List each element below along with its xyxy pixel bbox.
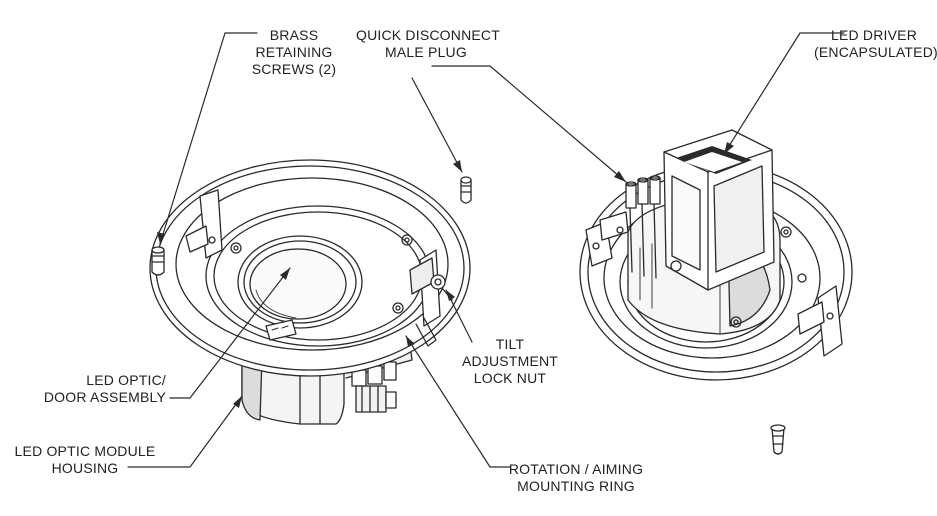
label-line: LED OPTIC MODULE [14, 443, 156, 459]
label-led-optic-door: LED OPTIC/ DOOR ASSEMBLY [20, 372, 166, 406]
label-tilt-lock-nut: TILT ADJUSTMENT LOCK NUT [460, 336, 560, 387]
brass-retaining-screw-right [460, 176, 472, 204]
left-spring-clip [185, 189, 223, 259]
label-quick-disconnect-plug: QUICK DISCONNECT MALE PLUG [356, 27, 500, 61]
label-line: SCREWS (2) [251, 61, 337, 77]
label-line: TILT [495, 336, 525, 352]
label-line: LED DRIVER [830, 27, 918, 43]
leader-lines [127, 32, 845, 468]
right-spring-clip-left [585, 211, 629, 267]
leader-led-driver [723, 32, 845, 155]
led-driver-box [663, 129, 775, 291]
leader-quick-disconnect [431, 65, 627, 183]
leader-optic-housing [127, 395, 243, 468]
label-brass-retaining-screws: BRASS RETAINING SCREWS (2) [246, 27, 342, 78]
brass-retaining-screw-left [151, 246, 165, 276]
label-line: (ENCAPSULATED) [814, 44, 937, 60]
tilt-lock-nut [430, 274, 446, 290]
label-line: BRASS [269, 27, 319, 43]
left-fixture [149, 159, 472, 425]
label-line: HOUSING [51, 460, 119, 476]
label-line: LED OPTIC/ [86, 372, 166, 388]
label-line: QUICK DISCONNECT [356, 27, 500, 43]
label-line: ROTATION / AIMING [508, 461, 644, 477]
right-spring-clip-right [797, 285, 843, 357]
leader-brass-screws-left [159, 32, 258, 245]
leader-arrowheads [157, 142, 734, 408]
leader-brass-screws-right [411, 77, 463, 173]
label-rotation-mounting-ring: ROTATION / AIMING MOUNTING RING [506, 461, 646, 495]
quick-disconnect-plug [625, 175, 682, 279]
optic-logo-plate [265, 319, 297, 341]
tilt-adjustment-bracket [409, 249, 453, 347]
label-led-driver: LED DRIVER (ENCAPSULATED) [814, 27, 937, 61]
label-line: DOOR ASSEMBLY [43, 389, 166, 405]
label-line: RETAINING [255, 44, 333, 60]
label-optic-module-housing: LED OPTIC MODULE HOUSING [10, 443, 160, 477]
right-fixture [579, 129, 853, 455]
leader-led-optic [169, 267, 291, 399]
label-line: LOCK NUT [473, 370, 547, 386]
label-line: ADJUSTMENT [461, 353, 559, 369]
loose-brass-screw [770, 424, 786, 455]
label-line: MOUNTING RING [517, 478, 635, 494]
leader-rotation-ring [405, 335, 511, 468]
label-line: MALE PLUG [385, 44, 467, 60]
